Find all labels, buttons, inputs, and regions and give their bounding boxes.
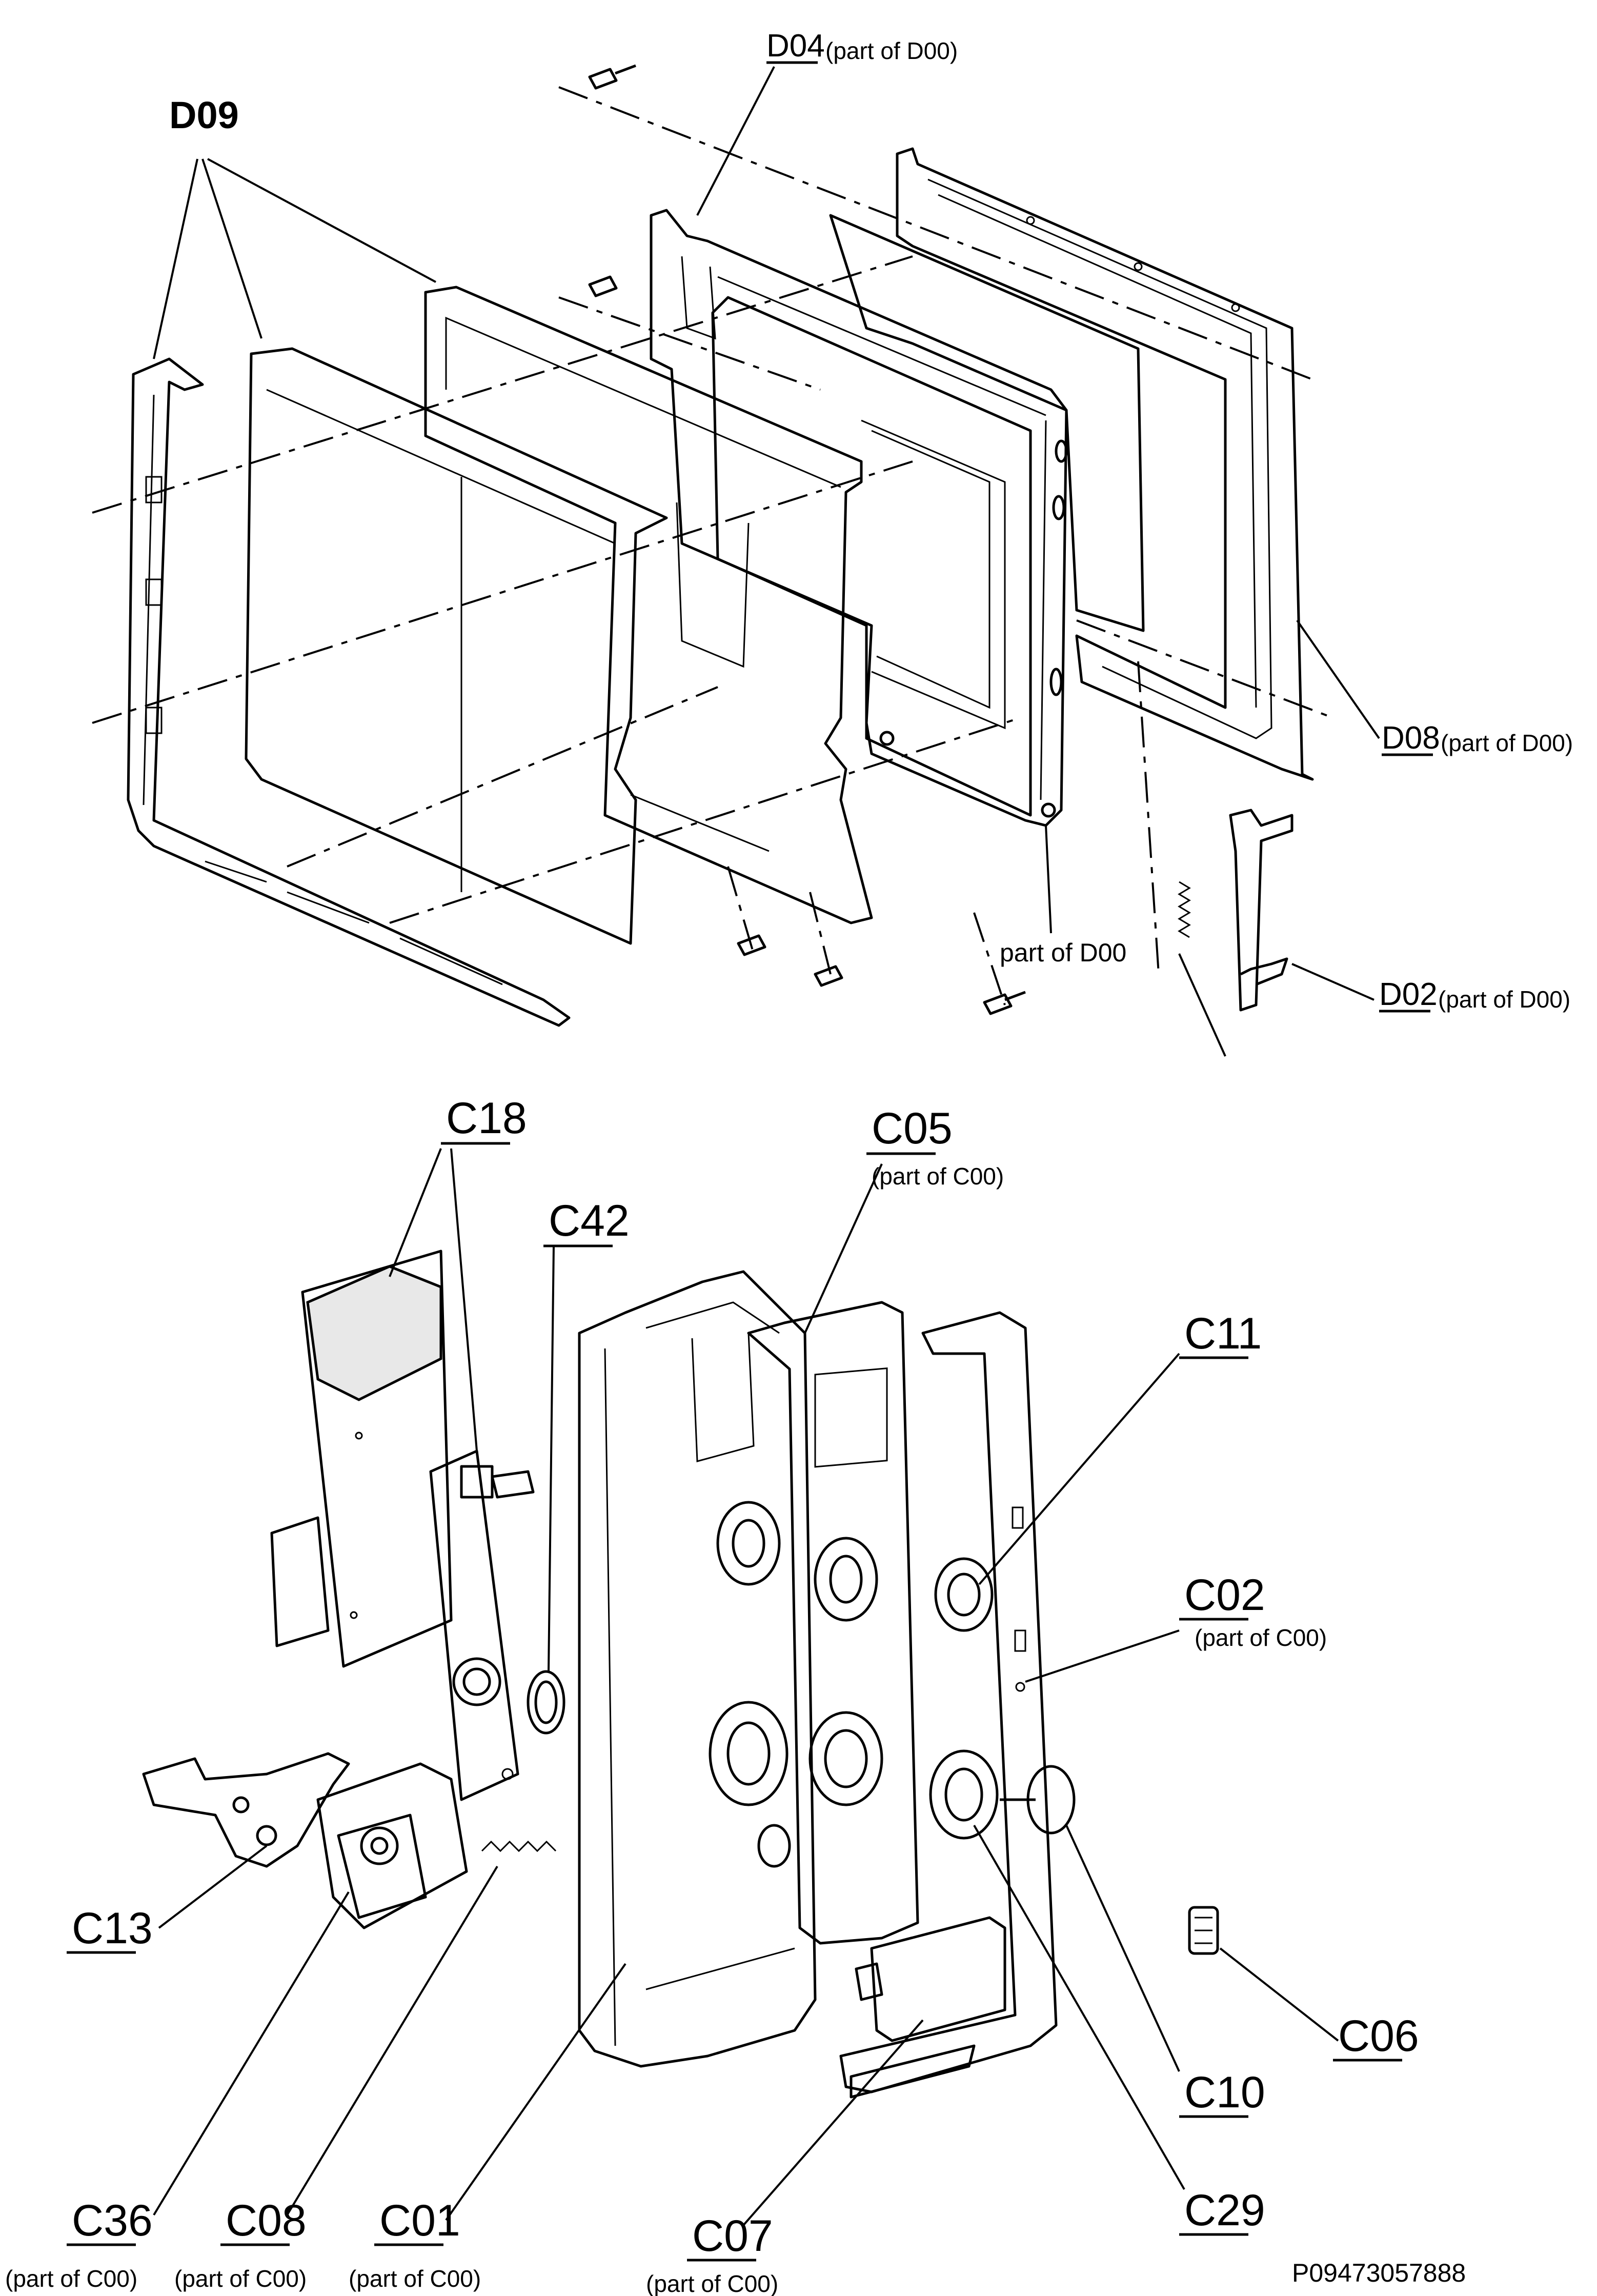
door-assembly: D09 D04 (part of D00) D08 (part of D00) … — [92, 28, 1573, 1057]
label-c01-note: (part of C00) — [349, 2265, 481, 2292]
label-c08: C08 — [226, 2196, 307, 2245]
door-window-plate — [711, 296, 1032, 817]
label-d04: D04 — [766, 28, 825, 64]
door-latch — [1178, 809, 1293, 1012]
label-d00-part: part of D00 — [1000, 938, 1126, 967]
label-c06: C06 — [1338, 2011, 1419, 2061]
label-c29: C29 — [1184, 2186, 1265, 2235]
label-c07-note: (part of C00) — [646, 2270, 778, 2296]
side-frame — [839, 1311, 1058, 2093]
label-c08-note: (part of C00) — [174, 2265, 307, 2292]
label-d02: D02 — [1379, 977, 1438, 1012]
pcb-board — [270, 1250, 453, 1668]
label-c36-note: (part of C00) — [5, 2265, 137, 2292]
label-d04-note: (part of D00) — [825, 37, 958, 64]
control-housing — [578, 1270, 817, 2068]
door-lever — [142, 1752, 350, 1868]
push-button-c07 — [850, 1916, 1006, 2099]
label-d08-note: (part of D00) — [1441, 730, 1573, 756]
label-c10: C10 — [1184, 2068, 1265, 2117]
label-c18: C18 — [446, 1094, 527, 1143]
gear-c06 — [1188, 1906, 1219, 1955]
knob-ring-c29 — [929, 1749, 999, 1840]
label-c13: C13 — [72, 1904, 153, 1953]
label-c02-note: (part of C00) — [1195, 1624, 1327, 1651]
switch-bracket — [316, 1762, 468, 1929]
panel-leader-lines — [153, 1148, 1339, 2226]
label-d09: D09 — [169, 94, 239, 136]
label-d02-note: (part of D00) — [1438, 986, 1570, 1013]
door-inner-frame — [650, 209, 1068, 827]
assembly-axis-lines — [92, 86, 1333, 1005]
spring-c42 — [527, 1670, 565, 1735]
control-panel-assembly: C18 C42 C05 (part of C00) C11 C02 (part … — [5, 1094, 1466, 2296]
label-c05-note: (part of C00) — [872, 1163, 1004, 1190]
label-c07: C07 — [692, 2211, 773, 2261]
door-side-trim — [127, 357, 571, 1027]
door-outer-frame — [896, 147, 1314, 781]
label-c01: C01 — [379, 2196, 460, 2245]
document-number: P09473057888 — [1292, 2259, 1466, 2287]
door-glass-panel — [245, 347, 668, 945]
door-choke-frame — [424, 286, 873, 924]
knob-ring-c11 — [934, 1557, 994, 1632]
label-d08: D08 — [1382, 720, 1440, 756]
door-film-sheet — [829, 214, 1145, 632]
label-c11: C11 — [1184, 1309, 1262, 1358]
door-screws — [588, 64, 1026, 1015]
label-c42: C42 — [549, 1196, 630, 1245]
switch-plate — [429, 1449, 535, 1801]
knob-c10 — [1000, 1765, 1076, 1835]
door-leader-lines — [153, 66, 1380, 1057]
label-c36: C36 — [72, 2196, 153, 2245]
label-c02: C02 — [1184, 1570, 1265, 1620]
label-c05: C05 — [872, 1104, 953, 1153]
front-panel — [747, 1301, 919, 1945]
spring-c08 — [481, 1840, 557, 1852]
